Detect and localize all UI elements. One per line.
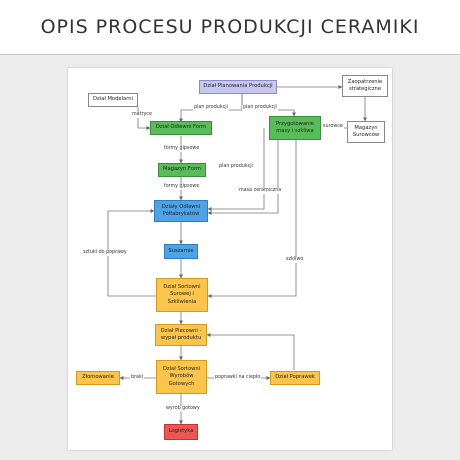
label-plan-produkcji-1: plan produkcji <box>193 105 229 111</box>
edge-plan-to-polfabrykatow <box>207 128 265 211</box>
label-plan-produkcji-3: plan produkcji <box>218 164 254 170</box>
node-przygotowanie: Przygotowanie masy i szkliwa <box>269 116 321 140</box>
node-planowanie: Dział Planowania Produkcji <box>199 80 277 94</box>
slide-title: OPIS PROCESU PRODUKCJI CERAMIKI <box>40 16 420 38</box>
label-formy-gipsowe-1: formy gipsowe <box>163 146 201 152</box>
edge-masa-to-polfabrykatow <box>207 140 279 215</box>
edge-szkliwo <box>207 140 297 298</box>
node-zlomowanie: Złomowanie <box>76 371 120 385</box>
label-sztuki-do-poprawy: sztuki do poprawy <box>82 250 128 256</box>
node-poprawek: Dział Poprawek <box>270 371 320 385</box>
slide-title-bar: OPIS PROCESU PRODUKCJI CERAMIKI <box>0 0 460 55</box>
label-masa-ceramiczna: masa ceramiczna <box>238 188 283 194</box>
node-logistyka: Logistyka <box>164 424 198 440</box>
label-braki: braki <box>130 375 145 381</box>
label-wyrob-gotowy: wyrób gotowy <box>165 406 201 412</box>
diagram-canvas: Dział Planowania Produkcji Zaopatrzenie … <box>68 68 392 450</box>
node-piecowni: Dział Piecowni - wypał produktu <box>155 324 207 346</box>
node-odlewni-form: Dział Odlewni Form <box>150 121 212 135</box>
edge-poprawek-to-piecowni <box>206 333 295 370</box>
label-plan-produkcji-2: plan produkcji <box>242 105 278 111</box>
node-sortowni-surowej: Dział Sortowni Surowej i Szkliwienia <box>156 278 208 312</box>
node-suszarnie: Suszarnie <box>164 244 198 259</box>
node-odlewni-polfabrykatow: Działy Odlewni Półfabrykatów <box>154 200 208 222</box>
label-szkliwo: szkliwo <box>285 257 305 263</box>
node-magazyn-form: Magazyn Form <box>158 163 206 177</box>
node-modelarni: Dział Modelarni <box>88 93 138 107</box>
node-magazyn-surowcow: Magazyn Surowców <box>347 121 385 143</box>
label-matryce: matryce <box>131 112 153 118</box>
label-formy-gipsowe-2: formy gipsowe <box>163 184 201 190</box>
label-poprawki-na-cieplo: poprawki na ciepło <box>214 375 262 381</box>
node-sortowni-wyrobow: Dział Sortowni Wyrobów Gotowych <box>156 360 207 394</box>
label-surowce: surowce <box>322 124 344 130</box>
node-zaopatrzenie: Zaopatrzenie strategiczne <box>342 75 388 97</box>
